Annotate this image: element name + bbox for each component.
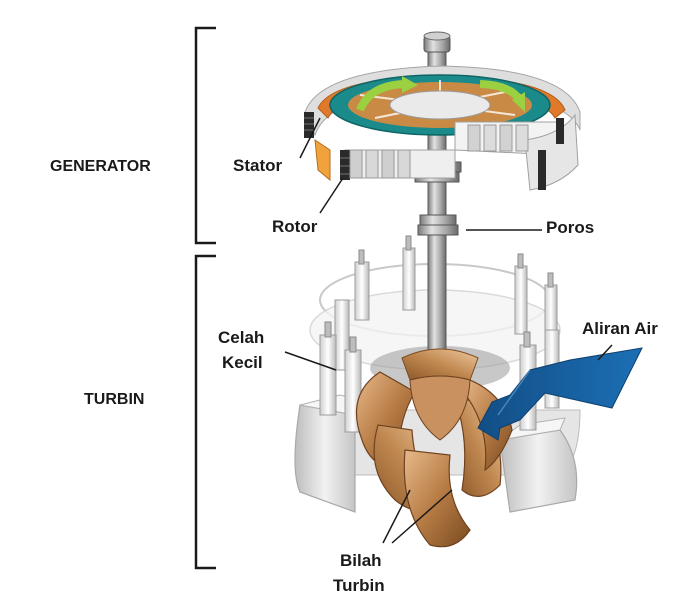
label-rotor: Rotor xyxy=(272,217,318,236)
section-label-generator: GENERATOR xyxy=(50,158,151,175)
generator-bracket xyxy=(194,26,216,245)
turbine-bracket xyxy=(194,254,216,570)
label-small-gap-line2: Kecil xyxy=(222,353,263,372)
generator xyxy=(304,65,581,191)
water-flow-arrow xyxy=(477,347,643,441)
label-blades-line1: Bilah xyxy=(340,551,382,570)
wicket-gate-vanes xyxy=(319,235,560,433)
turbine-runner xyxy=(355,348,513,548)
label-water-flow: Aliran Air xyxy=(582,319,658,338)
diagram-labels: GENERATOR TURBIN Stator Rotor Poros Cela… xyxy=(50,156,658,595)
label-small-gap-line1: Celah xyxy=(218,328,264,347)
section-label-turbine: TURBIN xyxy=(84,391,144,408)
label-shaft: Poros xyxy=(546,218,594,237)
label-stator: Stator xyxy=(233,156,283,175)
leader-lines xyxy=(284,117,613,544)
label-blades-line2: Turbin xyxy=(333,576,385,595)
